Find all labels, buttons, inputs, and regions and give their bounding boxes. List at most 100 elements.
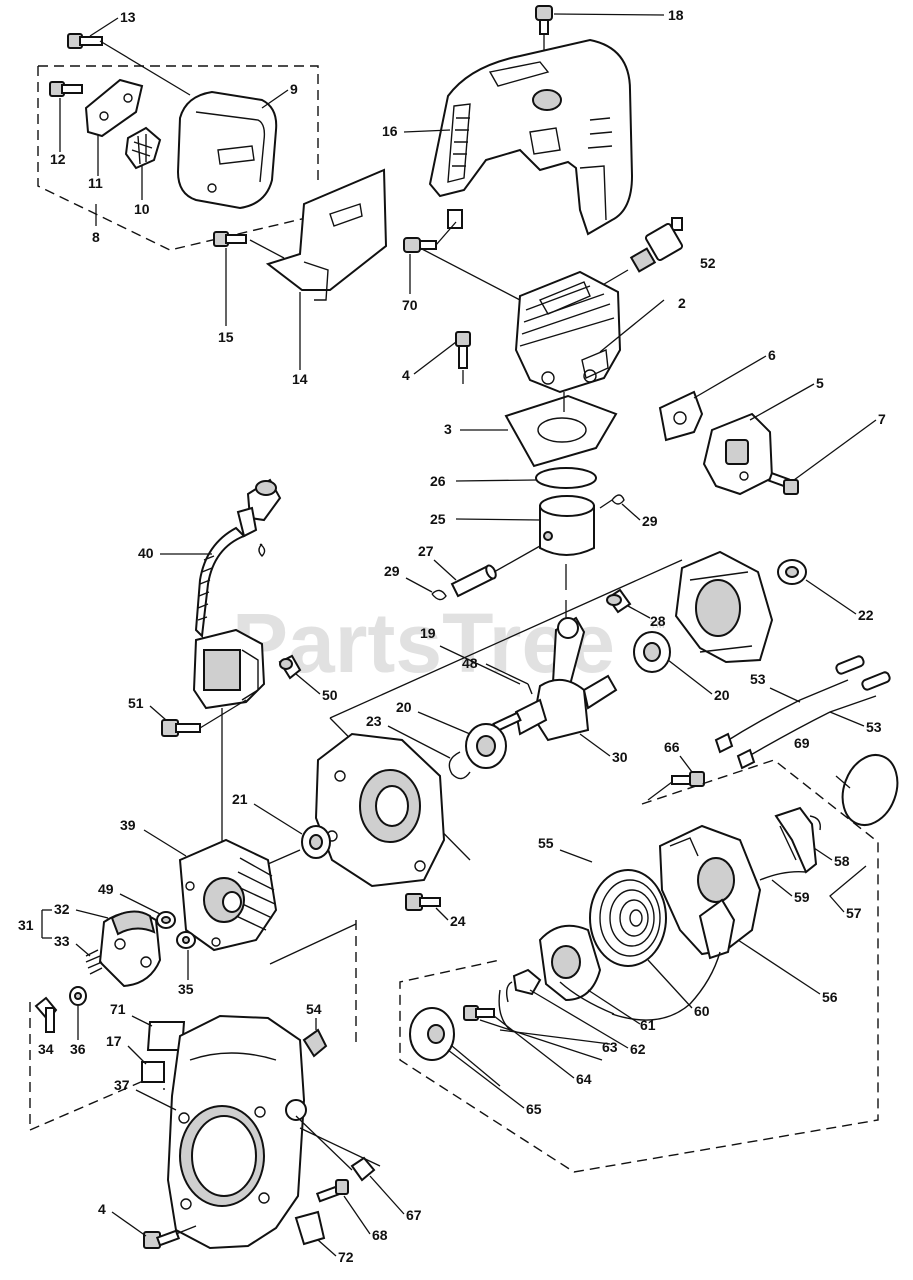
crankcase-group — [267, 550, 807, 911]
spacer-50[interactable] — [278, 654, 302, 680]
label-21: 21 — [232, 791, 248, 807]
screw-64[interactable] — [463, 1005, 495, 1021]
bolt-51[interactable] — [161, 719, 201, 737]
starter-rope-59[interactable] — [759, 870, 807, 881]
starter-pulley-61[interactable] — [538, 924, 615, 1015]
label-48: 48 — [462, 655, 478, 671]
label-55: 55 — [538, 835, 554, 851]
label-68: 68 — [372, 1227, 388, 1243]
bolt-66[interactable] — [671, 771, 705, 787]
spark-plug-52[interactable] — [629, 217, 684, 273]
label-25: 25 — [430, 511, 446, 527]
starter-housing-56[interactable] — [658, 824, 762, 960]
fan-housing-group — [141, 1014, 381, 1250]
label-32: 32 — [54, 901, 70, 917]
ignition-group — [161, 478, 302, 842]
cylinder-group — [455, 217, 799, 496]
nut-67[interactable] — [350, 1156, 376, 1182]
bolt-12[interactable] — [49, 81, 83, 97]
label-52: 52 — [700, 255, 716, 271]
bolt-15[interactable] — [213, 231, 247, 247]
label-2: 2 — [678, 295, 686, 311]
bolt-13[interactable] — [67, 33, 103, 49]
label-24: 24 — [450, 913, 466, 929]
muffler-plate-11[interactable] — [84, 78, 144, 138]
label-49: 49 — [98, 881, 114, 897]
spring-63[interactable] — [498, 981, 513, 1031]
label-71: 71 — [110, 1001, 126, 1017]
label-30: 30 — [612, 749, 628, 765]
crankshaft-30[interactable] — [492, 616, 618, 742]
bolt-4-housing[interactable] — [143, 1229, 181, 1249]
piston-25[interactable] — [539, 495, 595, 556]
circlip-29-right[interactable] — [611, 494, 625, 505]
bolt-24[interactable] — [405, 893, 441, 911]
decal-17[interactable] — [141, 1061, 165, 1083]
screw-18[interactable] — [535, 5, 553, 35]
label-31: 31 — [18, 917, 34, 933]
key-48[interactable] — [527, 683, 533, 695]
label-5: 5 — [816, 375, 824, 391]
washer-70[interactable] — [403, 237, 437, 253]
ball-bearing-20-right[interactable] — [633, 631, 671, 673]
label-63: 63 — [602, 1039, 618, 1055]
label-40: 40 — [138, 545, 154, 561]
muffler-body-9[interactable] — [176, 90, 278, 210]
piston-group — [431, 467, 625, 601]
label-6: 6 — [768, 347, 776, 363]
insulator-gasket-6[interactable] — [658, 390, 704, 442]
label-61: 61 — [640, 1017, 656, 1033]
oil-seal-21[interactable] — [301, 825, 331, 859]
label-10: 10 — [134, 201, 150, 217]
flywheel-group — [29, 838, 357, 1132]
label-27: 27 — [418, 543, 434, 559]
bolt-68[interactable] — [315, 1179, 349, 1203]
label-20-right: 20 — [714, 687, 730, 703]
label-15: 15 — [218, 329, 234, 345]
piston-pin-27[interactable] — [450, 564, 498, 598]
ratchet-62[interactable] — [512, 968, 542, 996]
bolt-34[interactable] — [34, 996, 58, 1033]
clutch-shoe-32[interactable] — [98, 910, 162, 988]
label-17: 17 — [106, 1033, 122, 1049]
bolt-4-cyl[interactable] — [455, 331, 471, 369]
label-64: 64 — [576, 1071, 592, 1087]
spark-screen-10[interactable] — [124, 126, 162, 170]
washer-36[interactable] — [69, 986, 87, 1006]
label-33: 33 — [54, 933, 70, 949]
oil-seal-22[interactable] — [777, 559, 807, 585]
label-60: 60 — [694, 1003, 710, 1019]
label-70: 70 — [402, 297, 418, 313]
label-51: 51 — [128, 695, 144, 711]
washer-35[interactable] — [176, 931, 196, 949]
recoil-spring-60[interactable] — [589, 869, 667, 967]
muffler-group — [37, 33, 388, 301]
needle-bearing-28[interactable] — [606, 588, 632, 614]
piston-ring-26[interactable] — [535, 467, 597, 489]
circlip-29-left[interactable] — [431, 589, 447, 601]
label-28: 28 — [650, 613, 666, 629]
clutch-spring-33[interactable] — [85, 949, 103, 975]
starter-handle-58[interactable] — [774, 806, 821, 874]
heat-shield-14[interactable] — [265, 168, 388, 291]
decal-69[interactable] — [833, 747, 906, 832]
snap-ring-23[interactable] — [448, 751, 471, 780]
ball-bearing-20-left[interactable] — [465, 723, 507, 769]
label-50: 50 — [322, 687, 338, 703]
label-14: 14 — [292, 371, 308, 387]
stop-wires-53[interactable] — [714, 655, 891, 770]
nut-49[interactable] — [156, 911, 176, 929]
label-59: 59 — [794, 889, 810, 905]
label-12: 12 — [50, 151, 66, 167]
label-65: 65 — [526, 1101, 542, 1117]
decal-72[interactable] — [294, 1210, 326, 1246]
label-26: 26 — [430, 473, 446, 489]
label-58: 58 — [834, 853, 850, 869]
bolt-7[interactable] — [767, 471, 799, 495]
flywheel-39[interactable] — [178, 838, 278, 952]
label-57: 57 — [846, 905, 862, 921]
label-23: 23 — [366, 713, 382, 729]
cylinder-gasket-3[interactable] — [504, 394, 618, 468]
grommet-54[interactable] — [302, 1028, 328, 1058]
starter-cap-65[interactable] — [409, 1007, 455, 1061]
